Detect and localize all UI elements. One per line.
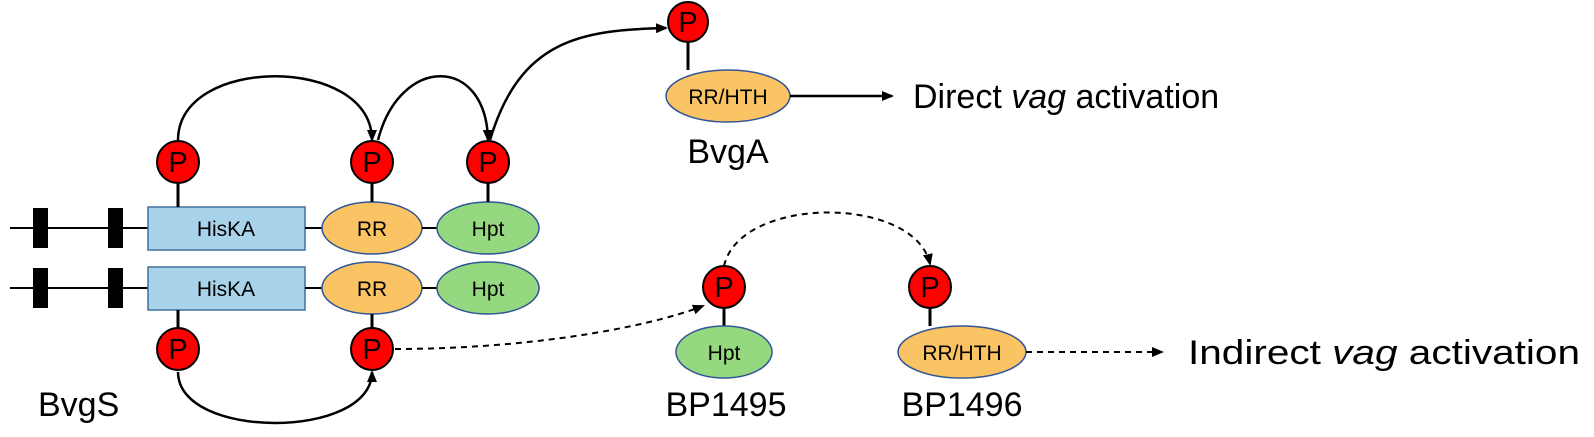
- bp1496-name: BP1496: [902, 386, 1023, 424]
- bp1495-name: BP1495: [666, 386, 787, 424]
- svg-text:P: P: [678, 7, 697, 39]
- arrow-hpt-to-bvga: [488, 23, 668, 141]
- phospho-bvga: P: [667, 1, 709, 43]
- bp1495-protein: Hpt: [675, 325, 773, 379]
- svg-text:P: P: [920, 272, 939, 304]
- svg-text:P: P: [714, 272, 733, 304]
- bvga-protein: RR/HTH: [665, 69, 791, 123]
- transmembrane-segment: [108, 208, 123, 248]
- bvga-name: BvgA: [687, 133, 769, 171]
- svg-text:P: P: [362, 334, 381, 366]
- arrow-hiska-to-rr: [176, 75, 377, 142]
- svg-text:P: P: [168, 147, 187, 179]
- transmembrane-segment: [108, 268, 123, 308]
- arrow-rr-to-hpt: [376, 75, 493, 142]
- bvgs-upper-chain: HisKA RR Hpt: [10, 201, 540, 255]
- rr-hth-label: RR/HTH: [688, 86, 767, 109]
- rr-label: RR: [357, 218, 387, 241]
- hpt-label: Hpt: [472, 278, 505, 301]
- arrow-lower-hiska-to-rr: [176, 370, 377, 425]
- rr-label: RR: [357, 278, 387, 301]
- indirect-activation-label: Indirect vag activation: [1188, 334, 1580, 372]
- phospho-bvgs-hpt-upper: P: [466, 140, 510, 184]
- hpt-domain: [675, 325, 773, 379]
- transmembrane-segment: [33, 208, 48, 248]
- rr-hth-label: RR/HTH: [922, 342, 1001, 365]
- svg-text:P: P: [362, 147, 381, 179]
- hpt-label: Hpt: [708, 342, 741, 365]
- bvgs-lower-chain: HisKA RR Hpt: [10, 261, 540, 315]
- phospho-bvgs-rr-lower: P: [350, 327, 394, 371]
- arrow-bp1495-to-bp1496: [723, 211, 933, 267]
- svg-text:P: P: [168, 334, 187, 366]
- phospho-bp1495: P: [702, 265, 746, 309]
- phospho-bvgs-rr-upper: P: [350, 140, 394, 184]
- transmembrane-segment: [33, 268, 48, 308]
- direct-activation-label: Direct vag activation: [913, 78, 1219, 116]
- phospho-bvgs-hiska-upper: P: [156, 140, 200, 184]
- svg-text:P: P: [478, 147, 497, 179]
- bp1496-protein: RR/HTH: [897, 325, 1027, 379]
- hpt-label: Hpt: [472, 218, 505, 241]
- hpt-domain: [436, 261, 540, 315]
- hiska-domain: [147, 266, 306, 311]
- hiska-label: HisKA: [197, 218, 255, 241]
- arrow-rr-to-bp1495: [394, 304, 705, 350]
- phosphate-stalks: [176, 38, 932, 328]
- bvgs-name: BvgS: [38, 386, 119, 424]
- hiska-label: HisKA: [197, 278, 255, 301]
- direct-phosphorelay-arrows: [176, 23, 894, 425]
- indirect-phosphorelay-arrows: [394, 211, 1164, 357]
- phospho-bp1496: P: [908, 265, 952, 309]
- phospho-bvgs-hiska-lower: P: [156, 327, 200, 371]
